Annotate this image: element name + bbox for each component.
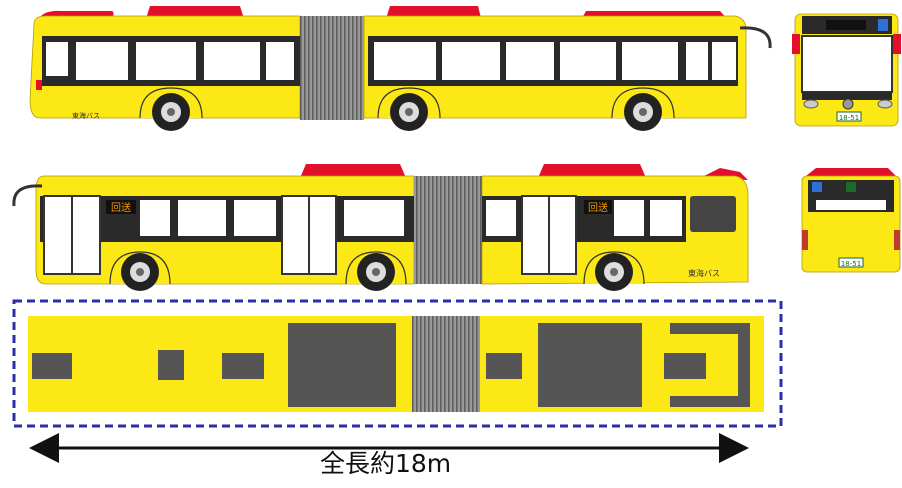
top-view-outline	[12, 299, 783, 428]
roof-vent	[32, 353, 72, 379]
operator-label-right: 東海バス	[688, 268, 720, 278]
destination-sign-rear: 回送	[588, 201, 608, 214]
roof-ac-unit	[288, 323, 396, 407]
overall-length-label: 全長約18m	[320, 449, 452, 478]
roof-ac-unit	[538, 323, 642, 407]
roof-equipment-frame	[670, 323, 750, 407]
rear-plate: 18-51	[841, 260, 861, 268]
bus-side-view-right: 回送 回送 東海バス	[12, 164, 749, 291]
operator-label-left: 東海バス	[72, 111, 100, 120]
bus-rear-view: 18-51	[801, 168, 901, 273]
front-plate: 18-51	[839, 114, 859, 122]
roof-vent	[222, 353, 264, 379]
roof-vent	[158, 350, 184, 380]
roof-vent	[664, 353, 706, 379]
destination-sign-front: 回送	[111, 201, 131, 214]
bus-side-view-left: 東海バス	[29, 6, 772, 131]
bus-top-view	[12, 299, 783, 428]
roof-vent	[486, 353, 522, 379]
bus-front-view: 18-51	[792, 13, 901, 127]
